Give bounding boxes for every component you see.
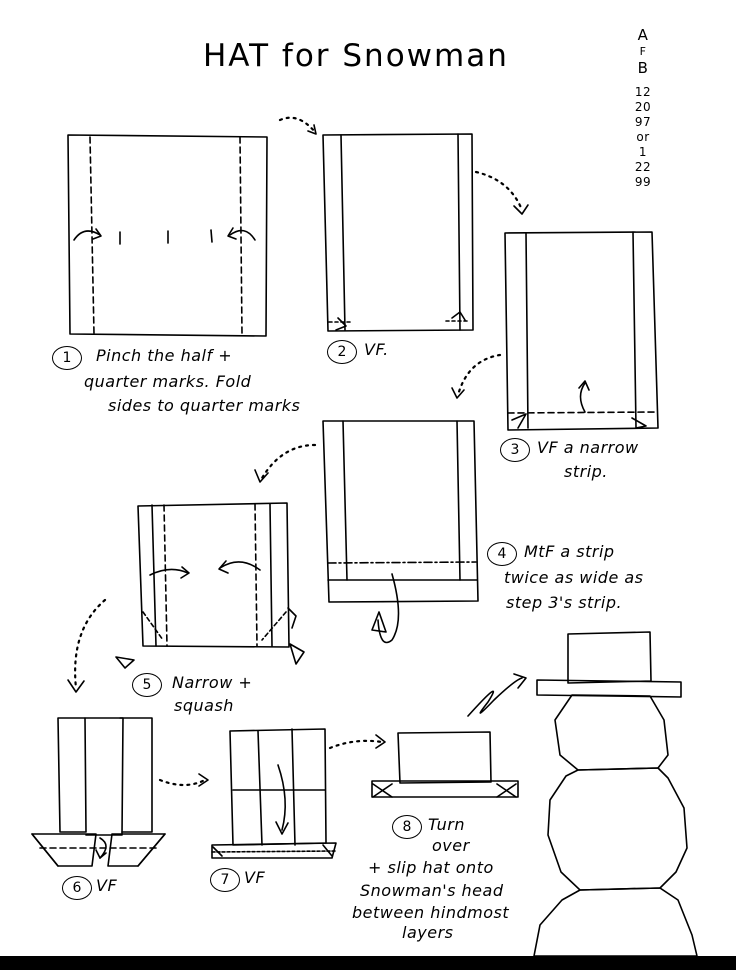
step-2-caption-line-1: VF. xyxy=(364,340,389,359)
step-7-caption-line-1: VF xyxy=(244,868,266,887)
date-1-line-2: 20 xyxy=(634,100,652,115)
step-3-number: 3 xyxy=(500,438,530,462)
arrow-step6-to-step7 xyxy=(158,773,209,787)
step-1-number: 1 xyxy=(52,346,82,370)
step-5-number: 5 xyxy=(132,673,162,697)
step-8-caption-line-5: between hindmost xyxy=(352,903,510,922)
step-7-figure xyxy=(211,728,337,859)
step-3-caption-line-1: VF a narrow xyxy=(537,438,639,457)
step-2-figure xyxy=(322,133,474,332)
date-2-line-3: 99 xyxy=(634,175,652,190)
scan-bottom-edge xyxy=(0,956,736,970)
loop-arrow-to-snowman xyxy=(467,673,527,717)
step-8-caption-line-3: + slip hat onto xyxy=(368,858,494,877)
step-8-caption-line-1: Turn xyxy=(428,815,466,834)
step-1-caption-line-2: quarter marks. Fold xyxy=(84,372,252,391)
arrow-step3-to-step4 xyxy=(451,353,502,399)
arrow-step2-to-step3 xyxy=(474,170,529,215)
initials-line-3: B xyxy=(637,58,649,77)
step-8-caption-line-6: layers xyxy=(402,923,454,942)
step-1-figure xyxy=(67,134,268,337)
date-1-line-3: 97 xyxy=(634,115,652,130)
date-2-line-2: 22 xyxy=(634,160,652,175)
step-4-caption-line-1: MtF a strip xyxy=(524,542,615,561)
step-2-number: 2 xyxy=(327,340,357,364)
initials-line-2: F xyxy=(639,44,647,58)
step-1-caption-line-3: sides to quarter marks xyxy=(108,396,301,415)
step-8-number: 8 xyxy=(392,815,422,839)
page-title: HAT for Snowman xyxy=(203,38,509,74)
step-3-caption-line-2: strip. xyxy=(564,462,608,481)
step-5-figure xyxy=(115,502,305,669)
step-4-caption-line-2: twice as wide as xyxy=(504,568,644,587)
step-8-caption-line-2: over xyxy=(432,836,470,855)
date-2-line-1: 1 xyxy=(638,145,648,160)
step-1-caption-line-1: Pinch the half + xyxy=(96,346,233,365)
step-4-figure xyxy=(322,420,479,644)
arrow-step4-to-step5 xyxy=(254,443,317,483)
step-3-figure xyxy=(504,231,659,431)
step-8-caption-line-4: Snowman's head xyxy=(360,881,504,900)
date-1-line-1: 12 xyxy=(634,85,652,100)
step-4-number: 4 xyxy=(487,542,517,566)
arrow-step5-to-step6 xyxy=(67,598,107,693)
arrow-step1-to-step2 xyxy=(278,116,317,135)
arrow-step7-to-step8 xyxy=(328,734,386,750)
initials-line-1: A xyxy=(637,26,649,44)
step-8-figure xyxy=(371,731,519,798)
date-separator: or xyxy=(636,130,650,145)
step-4-caption-line-3: step 3's strip. xyxy=(506,593,623,612)
step-6-figure xyxy=(31,717,166,867)
step-6-caption-line-1: VF xyxy=(96,876,118,895)
snowman xyxy=(533,631,698,957)
step-7-number: 7 xyxy=(210,868,240,892)
step-6-number: 6 xyxy=(62,876,92,900)
step-5-caption-line-2: squash xyxy=(174,696,234,715)
corner-note: A F B 12 20 97 or 1 22 99 xyxy=(618,26,668,190)
step-5-caption-line-1: Narrow + xyxy=(172,673,253,692)
